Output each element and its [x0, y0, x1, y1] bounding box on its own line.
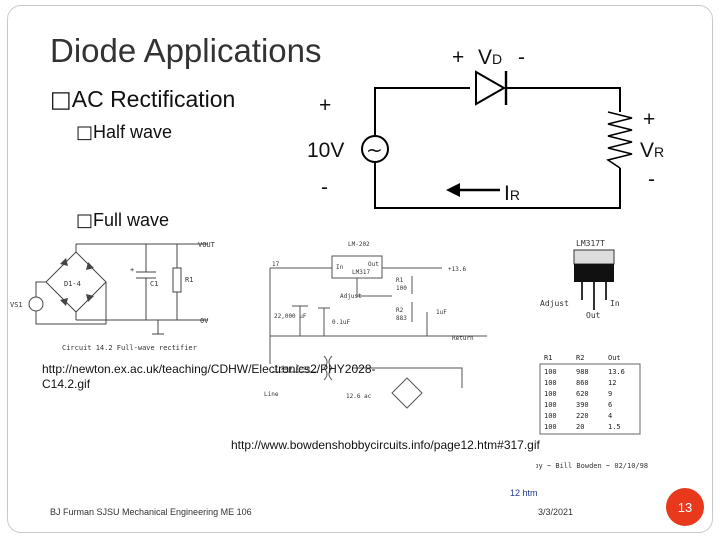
- reg-label-fuse: 1 Amp fuse: [274, 365, 311, 372]
- vd-label: VD: [478, 46, 502, 69]
- table-cell: 100: [544, 379, 557, 387]
- reg-label-17: 17: [272, 261, 280, 268]
- vr-plus: +: [643, 108, 655, 131]
- table-cell: 100: [544, 423, 557, 431]
- bullet-marker: □: [76, 210, 94, 231]
- reg-label-r1: R1: [396, 277, 404, 284]
- table-credit: Drawn by ~ Bill Bowden ~ 02/10/98: [536, 462, 648, 470]
- table-cell: 100: [544, 412, 557, 420]
- fw-label-d1-4: D1-4: [64, 280, 81, 288]
- bullet-half-wave: □Half wave: [76, 122, 172, 143]
- pinout-title: LM317T: [576, 239, 605, 248]
- resistor-table-figure: R1 R2 Out 100 988 13.6 100 860 12 100 620 9 100 390 6 1…: [536, 350, 704, 470]
- page-number-badge: 13: [666, 488, 704, 526]
- fw-label-plus: +: [130, 266, 134, 274]
- table-cell: 620: [576, 390, 589, 398]
- table-cell: 1.5: [608, 423, 621, 431]
- pin-adjust: Adjust: [540, 299, 569, 308]
- regulator-footer-link[interactable]: 12 htm: [510, 488, 538, 498]
- resistor-table: R1 R2 Out 100 988 13.6 100 860 12 100 620 9 100 390 6 1…: [536, 354, 648, 470]
- bullet-text: Full wave: [93, 210, 170, 230]
- reg-label-adjust: Adjust: [340, 293, 362, 300]
- table-cell: 988: [576, 368, 589, 376]
- vd-minus: -: [518, 46, 525, 69]
- reg-label-13-6: +13.6: [448, 266, 466, 273]
- fw-label-c1: C1: [150, 280, 158, 288]
- table-cell: 9: [608, 390, 612, 398]
- source-plus: +: [319, 94, 331, 117]
- slide-frame: [7, 5, 713, 533]
- reg-label-out: Out: [368, 261, 379, 268]
- table-cell: 13.6: [608, 368, 625, 376]
- bullet-text: AC Rectification: [71, 86, 236, 112]
- lm317-pinout: LM317T Adjust In Out D: [540, 239, 620, 320]
- reg-label-lm317: LM317: [352, 269, 370, 276]
- lm317-pinout-figure: LM317T Adjust In Out D: [536, 236, 704, 346]
- table-cell: 100: [544, 390, 557, 398]
- regulator-schematic: LM-202 17 In LM317 Out +13.6 R1 100 R2 8…: [264, 241, 487, 409]
- table-cell: 220: [576, 412, 589, 420]
- ac-source-symbol: ~: [366, 138, 383, 162]
- table-cell: 100: [544, 368, 557, 376]
- vr-label: VR: [640, 139, 664, 162]
- reg-label-883: 883: [396, 315, 407, 322]
- current-label: IR: [504, 182, 520, 205]
- reg-label-return: Return: [452, 335, 474, 342]
- reg-label-0-1uf: 0.1uF: [332, 319, 350, 326]
- vd-plus: +: [452, 46, 464, 69]
- table-cell: 6: [608, 401, 612, 409]
- table-cell: 12: [608, 379, 616, 387]
- full-wave-schematic: VOUT + C1 R1 VS1 D1-4 0V Circuit 14.2 Fu…: [10, 241, 216, 352]
- table-header: Out: [608, 354, 621, 362]
- vr-minus: -: [648, 168, 655, 191]
- source-value: 10V: [307, 139, 344, 162]
- table-cell: 20: [576, 423, 584, 431]
- current-arrow: [446, 183, 500, 197]
- page-number: 13: [677, 499, 693, 515]
- slide-title: Diode Applications: [50, 32, 322, 69]
- reg-label-22000uf: 22,000 uF: [274, 313, 307, 320]
- fullwave-source-url[interactable]: http://newton.ex.ac.uk/teaching/CDHW/Ele…: [42, 362, 376, 391]
- bullet-marker: □: [76, 122, 94, 143]
- full-wave-rectifier-figure: VOUT + C1 R1 VS1 D1-4 0V Circuit 14.2 Fu…: [8, 234, 230, 356]
- table-cell: 860: [576, 379, 589, 387]
- table-cell: 4: [608, 412, 612, 420]
- footer-date: 3/3/2021: [538, 507, 574, 517]
- reg-label-1uf: 1uF: [436, 309, 447, 316]
- bullet-text: Half wave: [93, 122, 173, 142]
- pin-out: Out: [586, 311, 601, 320]
- bullet-ac-rectification: □AC Rectification: [50, 86, 235, 113]
- source-minus: -: [321, 176, 328, 199]
- fw-label-0v: 0V: [200, 317, 209, 325]
- pin-in: In: [610, 299, 620, 308]
- reg-label-in: In: [336, 264, 344, 271]
- table-cell: 100: [544, 401, 557, 409]
- fw-caption: Circuit 14.2 Full-wave rectifier: [62, 344, 197, 352]
- table-header: R2: [576, 354, 584, 362]
- reg-label-r2: R2: [396, 307, 404, 314]
- table-cell: 390: [576, 401, 589, 409]
- fw-label-vs1: VS1: [10, 301, 23, 309]
- regulator-circuit-figure: LM-202 17 In LM317 Out +13.6 R1 100 R2 8…: [262, 236, 532, 436]
- bullet-full-wave: □Full wave: [76, 210, 169, 231]
- reg-label-12-6ac: 12.6 ac: [346, 393, 372, 400]
- regulator-source-url[interactable]: http://www.bowdenshobbycircuits.info/pag…: [231, 438, 540, 452]
- reg-label-lm202: LM-202: [348, 241, 370, 248]
- fw-label-vout: VOUT: [198, 241, 216, 249]
- bullet-marker: □: [50, 87, 72, 113]
- reg-label-100: 100: [396, 285, 407, 292]
- fw-label-r1: R1: [185, 276, 193, 284]
- reg-label-line: Line: [264, 391, 279, 398]
- table-header: R1: [544, 354, 552, 362]
- footer-author: BJ Furman SJSU Mechanical Engineering ME…: [50, 507, 252, 517]
- diode-symbol: [475, 70, 508, 106]
